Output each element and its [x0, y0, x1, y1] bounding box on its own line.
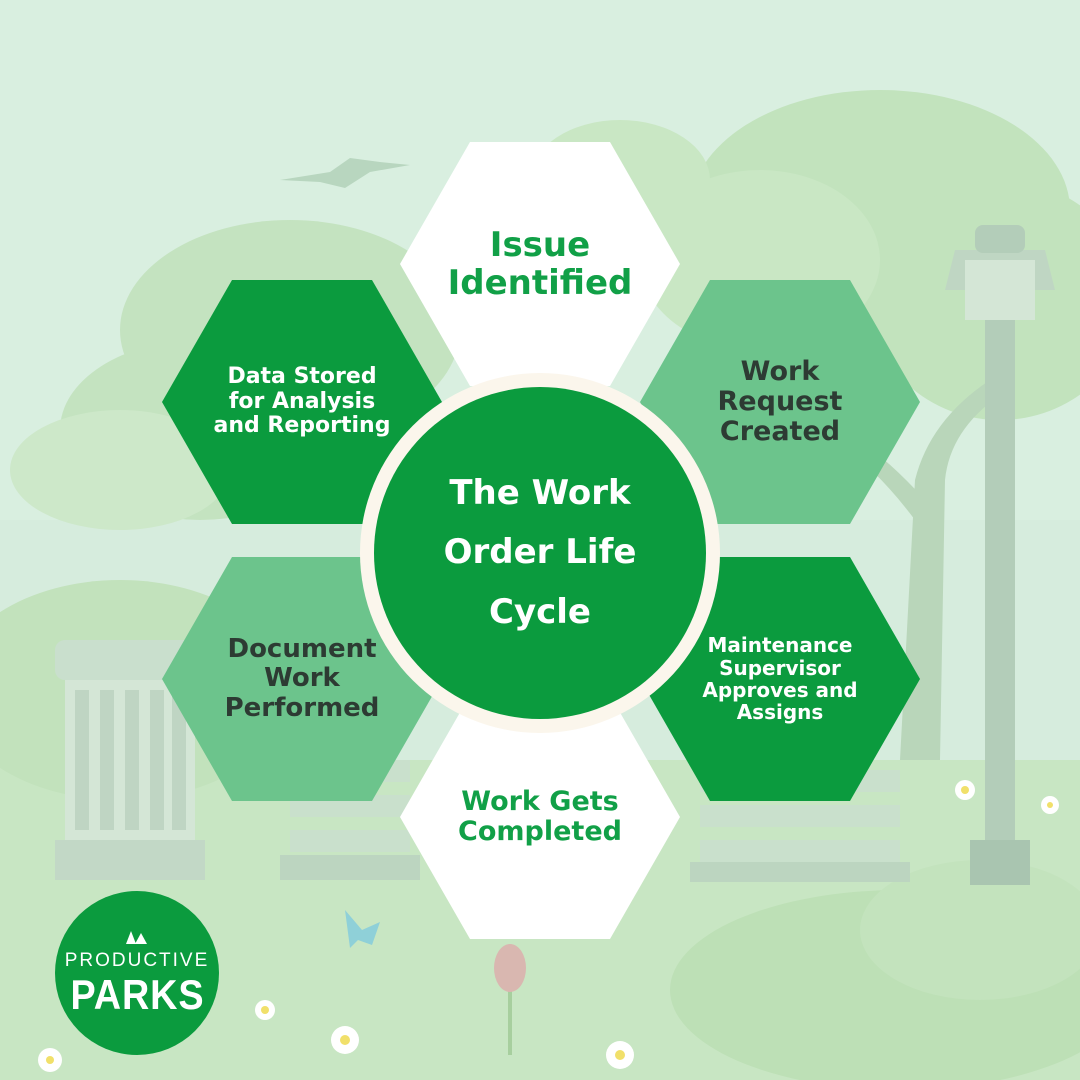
tulip-flower	[494, 944, 526, 1055]
step-label: Data Stored for Analysis and Reporting	[213, 364, 391, 439]
tree-trunk	[900, 380, 1000, 760]
step-label: Document Work Performed	[224, 634, 380, 723]
trees-icon	[126, 931, 147, 944]
step-label: Work Gets Completed	[458, 785, 622, 847]
step-document-work-performed: Document Work Performed	[162, 557, 442, 801]
trash-bin	[55, 640, 205, 880]
step-work-gets-completed: Work Gets Completed	[400, 695, 680, 939]
bird-silhouette	[280, 158, 410, 188]
step-label: Work Request Created	[717, 355, 843, 448]
logo-text-parks: PARKS	[69, 971, 205, 1018]
center-title: The Work Order Life Cycle	[443, 472, 637, 632]
butterfly	[345, 910, 380, 948]
step-label: Issue Identified	[447, 224, 633, 303]
center-circle: The Work Order Life Cycle	[374, 387, 706, 719]
productive-parks-logo: PRODUCTIVE PARKS	[55, 891, 219, 1055]
step-label: Maintenance Supervisor Approves and Assi…	[702, 633, 858, 725]
lamp-post	[945, 225, 1055, 885]
logo-text-productive: PRODUCTIVE	[64, 950, 210, 971]
